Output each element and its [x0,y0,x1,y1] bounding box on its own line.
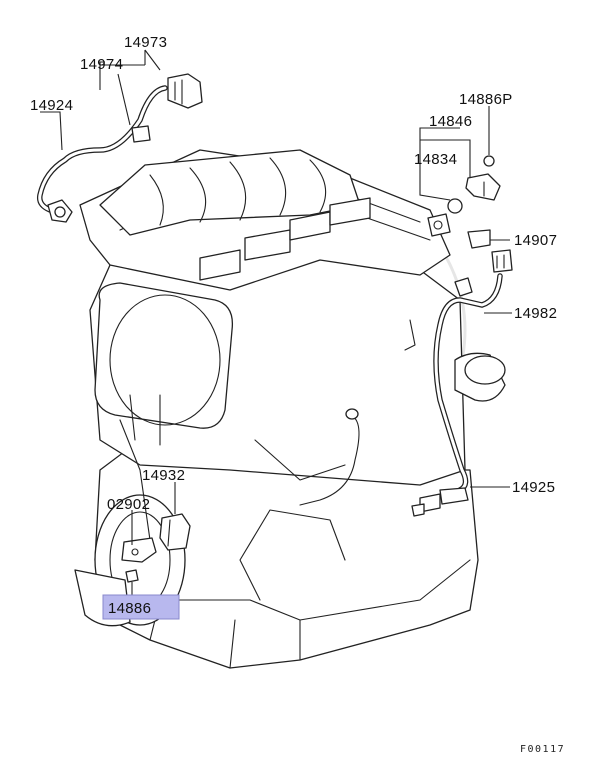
callout-14982[interactable]: 14982 [514,305,557,322]
leader-lines [40,49,512,609]
figure-code: F00117 [520,744,565,755]
callout-labels: 14973 14974 14924 14886P 14846 14834 149… [30,34,557,617]
callout-14834[interactable]: 14834 [414,151,457,168]
knock-sensor-harness [36,73,203,223]
callout-14973[interactable]: 14973 [124,34,167,51]
o2-sensor-harness [411,229,513,517]
callout-14886[interactable]: 14886 [108,600,151,617]
callout-14932[interactable]: 14932 [142,467,185,484]
callout-14886P[interactable]: 14886P [459,91,513,108]
callout-14925[interactable]: 14925 [512,479,555,496]
callout-14846[interactable]: 14846 [429,113,472,130]
crank-sensor-group [121,513,191,583]
callout-14886-highlight [102,594,180,620]
callout-14924[interactable]: 14924 [30,97,73,114]
callout-14907[interactable]: 14907 [514,232,557,249]
callout-02902[interactable]: 02902 [107,496,150,513]
cam-sensor-cluster [427,155,501,237]
callout-14974[interactable]: 14974 [80,56,123,73]
